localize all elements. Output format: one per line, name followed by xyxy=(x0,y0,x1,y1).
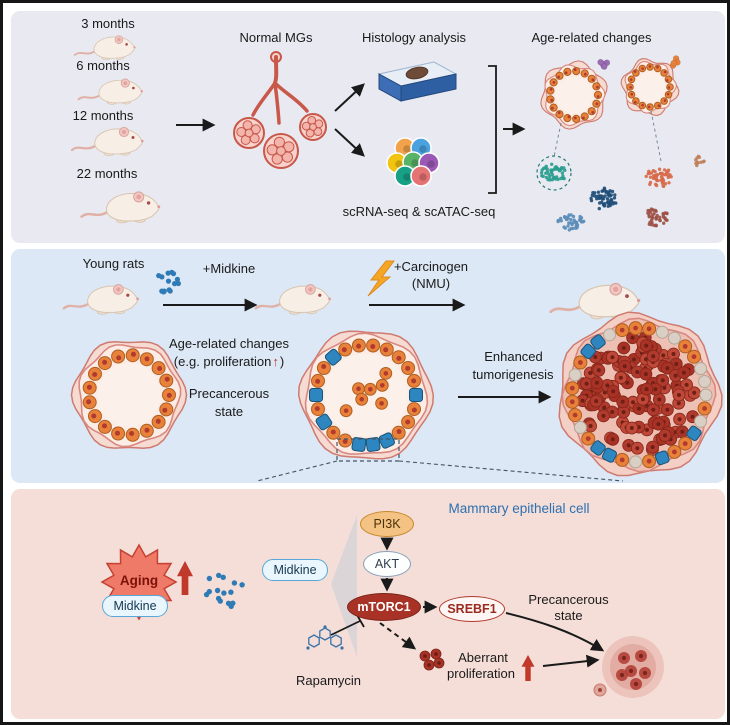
mini-gland-ring-1 xyxy=(540,60,608,130)
panel-mechanism-diagram: Mammary epithelial cell Aging Midkine Mi… xyxy=(11,489,725,719)
precancerous-focus xyxy=(593,636,664,698)
mouse-22mo xyxy=(80,191,161,224)
nmu-label: (NMU) xyxy=(411,276,451,291)
immune-clump xyxy=(597,58,611,70)
panel-aging-mouse-study: 3 months 6 months 12 months 22 months No… xyxy=(11,11,725,243)
up-arrow-glyph: ↑ xyxy=(272,354,279,369)
mammary-gland-illustration xyxy=(233,51,327,169)
umap-cluster-navy xyxy=(589,186,618,211)
aberrant-label: Aberrant xyxy=(458,650,508,665)
panel1-graphics xyxy=(70,35,706,232)
cell-cluster-icon xyxy=(386,137,440,187)
umap-cluster-teal xyxy=(539,162,567,182)
membrane-wedge xyxy=(331,515,357,657)
precancerous-label: Precancerous xyxy=(528,592,609,607)
up-arrow-icon xyxy=(521,655,535,681)
umap-cluster-maroon xyxy=(646,207,669,228)
proliferation-line: (e.g. proliferation↑) xyxy=(154,354,304,370)
panel3-graphics xyxy=(100,515,664,698)
arrow-mtorc1-proliferation xyxy=(379,622,417,650)
rat-young-1 xyxy=(62,284,139,315)
rapamycin-label: Rapamycin xyxy=(295,673,362,688)
mtorc1-node: mTORC1 xyxy=(347,593,421,621)
gland-lobule xyxy=(263,133,299,169)
midkine-membrane-pill: Midkine xyxy=(262,559,328,581)
gland-lobule xyxy=(299,113,327,141)
seq-label: scRNA-seq & scATAC-seq xyxy=(342,204,496,219)
proliferation-prefix: (e.g. proliferation xyxy=(173,354,272,369)
mouse-age-label: 6 months xyxy=(76,58,130,73)
mini-gland-ring-2 xyxy=(620,58,680,116)
midkine-pill: Midkine xyxy=(102,595,168,617)
aging-starburst-icon xyxy=(100,543,178,621)
mouse-12mo xyxy=(70,126,144,157)
tumorigenesis-label: tumorigenesis xyxy=(472,367,554,382)
tumor-mass xyxy=(558,311,723,477)
precancerous-label: Precancerous xyxy=(188,386,270,401)
midkine-dots xyxy=(156,269,181,295)
lightning-icon xyxy=(367,260,395,297)
mouse-6mo xyxy=(77,78,143,105)
aberrant-proliferation-label: proliferation xyxy=(447,666,515,681)
normal-mgs-label: Normal MGs xyxy=(239,30,313,45)
rapamycin-molecule-icon xyxy=(306,625,344,650)
umap-cluster-orange xyxy=(644,167,673,188)
young-rats-label: Young rats xyxy=(82,256,145,271)
mouse-3mo xyxy=(73,35,136,61)
arrow-to-histology xyxy=(334,83,365,112)
zoom-box xyxy=(336,438,400,462)
small-cell-cluster xyxy=(419,648,445,671)
mouse-age-label: 3 months xyxy=(81,16,135,31)
precancerous-state-label: state xyxy=(554,608,583,623)
gland-lobule xyxy=(233,117,265,149)
srebf1-node: SREBF1 xyxy=(439,596,505,622)
proliferation-suffix: ) xyxy=(279,354,285,369)
precancerous-gland-ring xyxy=(297,330,435,460)
arrow-to-tumor-focus xyxy=(542,654,600,668)
akt-node: AKT xyxy=(363,551,411,577)
up-arrow-icon xyxy=(177,561,193,595)
histology-label: Histology analysis xyxy=(361,30,467,45)
bracket xyxy=(488,65,497,194)
precancerous-state-label: state xyxy=(214,404,244,419)
panel2-graphics xyxy=(62,260,723,482)
rat-young-2 xyxy=(254,284,331,315)
cell-title-label: Mammary epithelial cell xyxy=(448,501,590,516)
carcinogen-label: +Carcinogen xyxy=(393,259,469,274)
cell-clump xyxy=(669,55,681,69)
umap-cluster-small xyxy=(694,154,706,168)
histology-cassette-icon xyxy=(377,61,458,102)
panel-rat-midkine-experiment: Young rats +Midkine +Carcinogen (NMU) Ag… xyxy=(11,249,725,483)
arrow-srebf1-precancer xyxy=(505,612,605,652)
umap-cluster-blue xyxy=(556,213,586,232)
age-changes-label: Age-related changes xyxy=(531,30,652,45)
plus-midkine-label: +Midkine xyxy=(202,261,256,276)
normal-gland-ring xyxy=(70,341,188,449)
mouse-age-label: 12 months xyxy=(72,108,134,123)
enhanced-label: Enhanced xyxy=(484,349,543,364)
arrow-to-seq xyxy=(334,128,365,157)
inhibition-line xyxy=(330,620,361,636)
age-changes-line: Age-related changes xyxy=(169,336,289,351)
mouse-age-label: 22 months xyxy=(76,166,138,181)
pi3k-node: PI3K xyxy=(360,511,414,537)
aging-label: Aging xyxy=(119,573,159,588)
midkine-dots-cell xyxy=(203,572,245,610)
